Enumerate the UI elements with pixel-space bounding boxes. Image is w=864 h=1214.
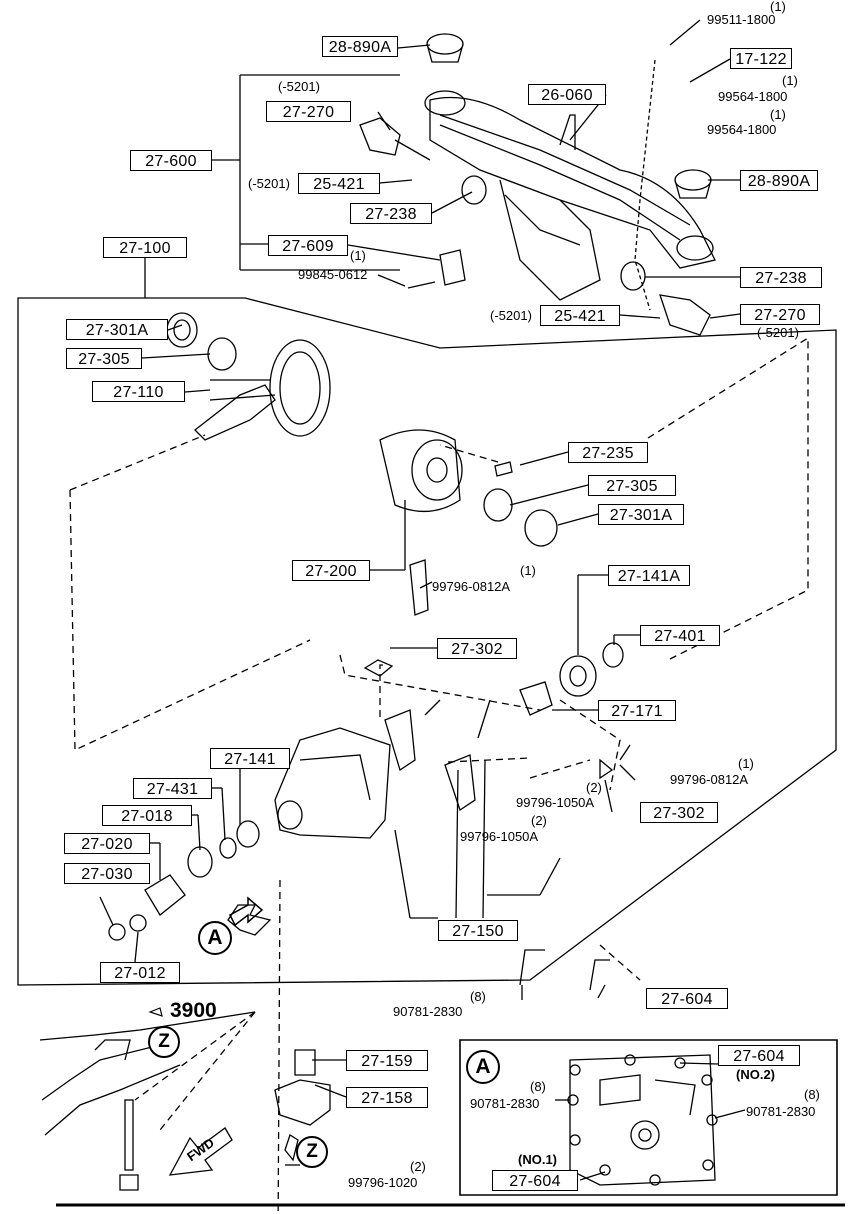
label-27-110[interactable]: 27-110 — [92, 381, 185, 402]
part-99796-1020[interactable]: 99796-1020 — [348, 1175, 418, 1190]
label-27-141[interactable]: 27-141 — [210, 748, 290, 769]
part-99796-1050A-a[interactable]: 99796-1050A — [516, 795, 595, 810]
ref-3900[interactable]: 3900 — [170, 999, 217, 1022]
boundary-27-100 — [17, 256, 837, 986]
label-27-018[interactable]: 27-018 — [102, 805, 192, 826]
arrow-3900 — [148, 1007, 163, 1017]
part-90781-2830-main[interactable]: 90781-2830 — [393, 1004, 463, 1019]
part-99564-1800-b[interactable]: 99564-1800 — [707, 122, 777, 137]
diff-carrier — [108, 699, 631, 991]
part-90781-2830-a-right[interactable]: 90781-2830 — [746, 1104, 816, 1119]
serial-5201-d: (-5201) — [757, 325, 799, 340]
bracket-27-600 — [212, 74, 400, 271]
label-27-020[interactable]: 27-020 — [64, 833, 150, 854]
label-27-600[interactable]: 27-600 — [130, 150, 212, 171]
frame-section — [39, 1011, 331, 1191]
label-27-301A-mid[interactable]: 27-301A — [598, 504, 684, 525]
qty-99796-1050A-a: (2) — [586, 780, 602, 795]
label-25-421-right[interactable]: 25-421 — [540, 305, 620, 326]
label-27-302-right[interactable]: 27-302 — [640, 802, 718, 823]
label-27-141A[interactable]: 27-141A — [608, 565, 690, 586]
callout-a-detail[interactable]: A — [466, 1050, 500, 1084]
note-no2: (NO.2) — [736, 1067, 775, 1082]
label-27-171[interactable]: 27-171 — [598, 700, 676, 721]
qty-99796-1050A-b: (2) — [531, 813, 547, 828]
label-17-122[interactable]: 17-122 — [730, 48, 792, 69]
label-26-060[interactable]: 26-060 — [528, 84, 606, 105]
label-28-890A-right[interactable]: 28-890A — [740, 170, 818, 191]
label-27-270-top[interactable]: 27-270 — [266, 101, 351, 122]
label-27-301A-top[interactable]: 27-301A — [66, 319, 168, 340]
qty-27-609: (1) — [350, 248, 366, 263]
label-27-150[interactable]: 27-150 — [438, 920, 518, 941]
label-27-238-right[interactable]: 27-238 — [740, 267, 822, 288]
callout-z-bottom[interactable]: Z — [296, 1136, 328, 1168]
label-27-238-top[interactable]: 27-238 — [350, 203, 432, 224]
qty-99564b: (1) — [770, 107, 786, 122]
pinion-parts — [363, 559, 624, 716]
part-99796-1050A-b[interactable]: 99796-1050A — [460, 829, 539, 844]
arrow-a-direction — [229, 896, 264, 927]
detail-a-box — [459, 1039, 838, 1196]
leader-lines — [99, 19, 741, 1166]
label-27-305-mid[interactable]: 27-305 — [588, 475, 676, 496]
label-27-604-no1[interactable]: 27-604 — [492, 1170, 578, 1191]
qty-90781-2830-a-right: (8) — [804, 1087, 820, 1102]
note-no1: (NO.1) — [518, 1152, 557, 1167]
qty-99796-1020: (2) — [410, 1159, 426, 1174]
qty-90781-2830-a-left: (8) — [530, 1079, 546, 1094]
label-27-604-no2[interactable]: 27-604 — [718, 1045, 800, 1066]
serial-5201-b: (-5201) — [248, 176, 290, 191]
label-28-890A-top[interactable]: 28-890A — [322, 36, 398, 57]
callout-z-top[interactable]: Z — [148, 1026, 180, 1058]
part-90781-2830-a-left[interactable]: 90781-2830 — [470, 1096, 540, 1111]
dashed-leaders — [69, 336, 809, 1214]
mount-bushings — [359, 33, 712, 336]
qty-99796-0812A-top: (1) — [520, 563, 536, 578]
serial-5201-c: (-5201) — [490, 308, 532, 323]
label-27-030[interactable]: 27-030 — [64, 863, 150, 884]
qty-99564a: (1) — [782, 73, 798, 88]
part-99796-0812A-top[interactable]: 99796-0812A — [432, 579, 511, 594]
label-25-421-top[interactable]: 25-421 — [298, 173, 380, 194]
serial-5201-a: (-5201) — [278, 79, 320, 94]
label-27-270-right[interactable]: 27-270 — [740, 304, 820, 325]
label-27-609[interactable]: 27-609 — [268, 235, 348, 256]
label-27-235[interactable]: 27-235 — [568, 442, 648, 463]
part-99511-1800[interactable]: 99511-1800 — [707, 12, 776, 27]
label-27-159[interactable]: 27-159 — [346, 1050, 428, 1071]
label-27-604-main[interactable]: 27-604 — [646, 988, 728, 1009]
part-99564-1800-a[interactable]: 99564-1800 — [718, 89, 788, 104]
label-27-431[interactable]: 27-431 — [133, 778, 212, 799]
differential-internals — [166, 312, 558, 547]
qty-90781-2830-main: (8) — [470, 989, 486, 1004]
label-27-302-top[interactable]: 27-302 — [437, 638, 517, 659]
qty-99796-0812A-right: (1) — [738, 756, 754, 771]
part-99845-0612[interactable]: 99845-0612 — [298, 267, 368, 282]
part-99796-0812A-right[interactable]: 99796-0812A — [670, 772, 749, 787]
label-27-401[interactable]: 27-401 — [640, 625, 720, 646]
label-27-305-top[interactable]: 27-305 — [66, 348, 142, 369]
label-27-158[interactable]: 27-158 — [346, 1087, 428, 1108]
label-27-200[interactable]: 27-200 — [292, 560, 370, 581]
label-27-100[interactable]: 27-100 — [103, 237, 187, 258]
callout-a-main[interactable]: A — [198, 921, 232, 955]
qty-99511: (1) — [770, 0, 786, 14]
label-27-012[interactable]: 27-012 — [100, 962, 180, 983]
